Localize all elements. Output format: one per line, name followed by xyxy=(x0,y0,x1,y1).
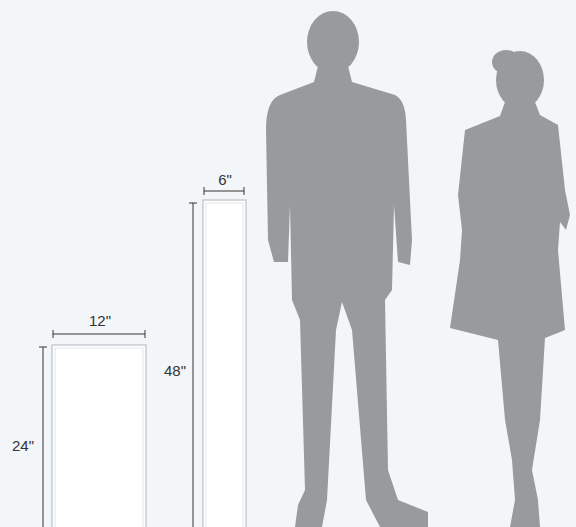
woman-silhouette xyxy=(450,50,570,527)
height-dimension xyxy=(189,203,197,527)
hair-bun xyxy=(492,50,520,74)
width-dimension xyxy=(53,330,145,338)
body xyxy=(450,102,570,527)
dimension-label: 12" xyxy=(89,313,111,328)
pedestal-outline xyxy=(203,200,246,527)
pedestal-inner-line xyxy=(206,203,243,527)
tall-pedestal xyxy=(203,200,246,527)
body xyxy=(266,66,428,527)
man-silhouette xyxy=(266,11,428,527)
dimension-label: 6" xyxy=(218,172,232,187)
pedestal-inner-line xyxy=(55,348,143,527)
dimension-label: 48" xyxy=(164,363,186,378)
width-dimension xyxy=(204,187,244,195)
small-pedestal xyxy=(52,345,146,527)
dimension-label: 24" xyxy=(12,438,34,453)
pedestal-outline xyxy=(52,345,146,527)
height-dimension xyxy=(39,347,47,527)
head xyxy=(307,11,359,73)
dimension-lines xyxy=(39,187,244,527)
